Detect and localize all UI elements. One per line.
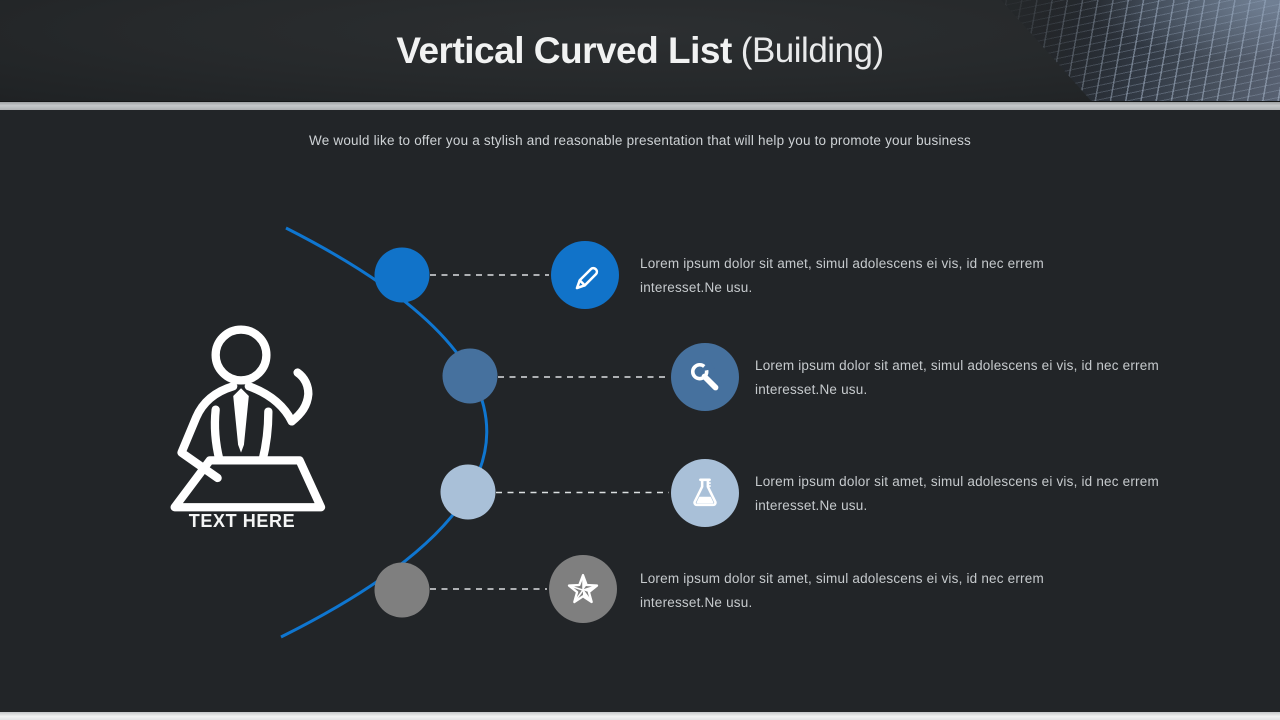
page-title: Vertical Curved List (Building) (0, 0, 1280, 101)
page-title-suffix: (Building) (740, 30, 884, 70)
item-text-3: Lorem ipsum dolor sit amet, simul adoles… (755, 474, 1159, 513)
footer-bar (0, 712, 1280, 720)
curve-node-3 (440, 464, 496, 520)
presenter-figure (158, 316, 326, 516)
wrench-jaw-notch (699, 360, 716, 372)
item-text-1: Lorem ipsum dolor sit amet, simul adoles… (640, 256, 1044, 295)
item-text-4: Lorem ipsum dolor sit amet, simul adoles… (640, 571, 1044, 610)
wrench-icon (690, 360, 719, 391)
curve-node-1 (374, 247, 430, 303)
page-title-main: Vertical Curved List (396, 29, 732, 71)
item-badge-4 (549, 555, 617, 623)
presenter-label: TEXT HERE (188, 511, 296, 531)
header-divider-bar (0, 101, 1280, 110)
item-badge-2 (671, 343, 739, 411)
presenter-at-desk-icon (170, 325, 326, 512)
flask-icon (693, 478, 717, 507)
item-badge-3 (671, 459, 739, 527)
curve-node-2 (442, 348, 498, 404)
item-text-2: Lorem ipsum dolor sit amet, simul adoles… (755, 358, 1159, 397)
header-band: Vertical Curved List (Building) (0, 0, 1280, 101)
star-icon (567, 573, 599, 604)
item-badge-1 (551, 241, 619, 309)
subtitle-text: We would like to offer you a stylish and… (309, 133, 971, 148)
pencil-icon (575, 266, 599, 290)
curve-node-4 (374, 562, 430, 618)
